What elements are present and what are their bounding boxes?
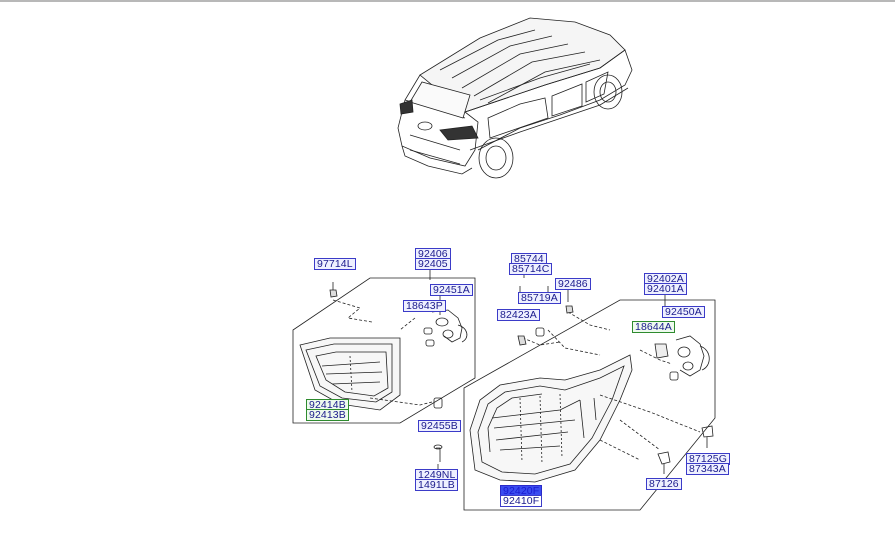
part-92413B[interactable]: 92413B xyxy=(306,409,349,421)
part-18643P[interactable]: 18643P xyxy=(403,300,446,312)
part-92410F[interactable]: 92410F xyxy=(500,495,543,507)
part-92450A[interactable]: 92450A xyxy=(662,306,705,318)
part-92405[interactable]: 92405 xyxy=(415,258,451,270)
part-1491LB[interactable]: 1491LB xyxy=(415,479,458,491)
vehicle-illustration xyxy=(397,17,633,179)
part-92401A[interactable]: 92401A xyxy=(644,283,687,295)
part-85714C[interactable]: 85714C xyxy=(509,263,553,275)
part-97714L[interactable]: 97714L xyxy=(314,258,356,270)
part-87343A[interactable]: 87343A xyxy=(686,463,729,475)
part-82423A[interactable]: 82423A xyxy=(497,309,540,321)
part-18644A[interactable]: 18644A xyxy=(632,321,675,333)
left-lamp-group xyxy=(292,269,476,470)
part-85719A[interactable]: 85719A xyxy=(518,292,561,304)
right-lamp-group xyxy=(463,262,716,511)
part-92455B[interactable]: 92455B xyxy=(418,420,461,432)
part-87126[interactable]: 87126 xyxy=(646,478,682,490)
part-92486[interactable]: 92486 xyxy=(555,278,591,290)
part-92451A[interactable]: 92451A xyxy=(430,284,473,296)
top-divider xyxy=(0,0,895,2)
